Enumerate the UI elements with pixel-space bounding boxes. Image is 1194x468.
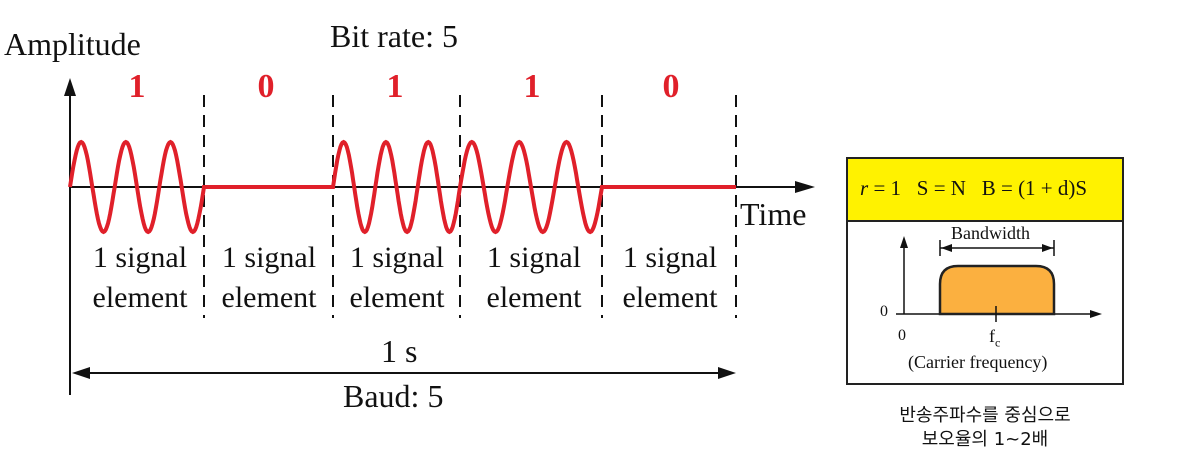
signal-element-line1: 1 signal	[622, 241, 718, 274]
bandwidth-arrow-left-icon	[941, 244, 952, 252]
bandwidth-box: r = 1 S = N B = (1 + d)S Bandwidth 0 0	[846, 157, 1124, 385]
note-line2: 보오율의 1~2배	[921, 429, 1049, 450]
signal-element-line1: 1 signal	[221, 241, 317, 274]
spectrum-shape	[938, 264, 1056, 316]
note-line1: 반송주파수를 중심으로	[899, 405, 1071, 426]
carrier-symbol: fc	[989, 326, 1000, 351]
spectrum-y-arrow-icon	[900, 236, 908, 248]
formula-text: r = 1 S = N B = (1 + d)S	[860, 176, 1087, 201]
formula-rest: = 1 S = N B = (1 + d)S	[868, 176, 1088, 200]
bit-label: 1	[386, 68, 404, 105]
signal-element-label: 1 signal element	[205, 238, 333, 318]
bit-label: 1	[523, 68, 541, 105]
signal-element-line2: element	[622, 281, 718, 314]
carrier-f: f	[989, 326, 995, 346]
signal-element-line1: 1 signal	[92, 241, 188, 274]
duration-label: 1 s	[381, 333, 418, 369]
signal-element-label: 1 signal element	[605, 238, 735, 318]
element-dividers	[203, 95, 737, 318]
signal-element-line2: element	[92, 281, 188, 314]
bandwidth-label: Bandwidth	[951, 223, 1030, 243]
spectrum-zero-y: 0	[880, 303, 888, 320]
signal-element-label: 1 signal element	[333, 238, 461, 318]
bandwidth-arrow-right-icon	[1042, 244, 1053, 252]
carrier-sub: c	[995, 335, 1001, 350]
signal-element-line1: 1 signal	[486, 241, 582, 274]
spectrum-x-arrow-icon	[1090, 310, 1102, 318]
signal-waveform	[68, 139, 736, 235]
carrier-frequency-label: (Carrier frequency)	[908, 352, 1048, 372]
duration-arrow-left-icon	[72, 367, 90, 379]
spectrum-diagram	[896, 236, 1102, 322]
signal-element-line2: element	[221, 281, 317, 314]
formula-header: r = 1 S = N B = (1 + d)S	[848, 159, 1122, 222]
formula-r: r	[860, 176, 869, 200]
spectrum-zero-x: 0	[898, 327, 906, 344]
signal-element-label: 1 signal element	[76, 238, 204, 318]
y-axis-label: Amplitude	[4, 26, 141, 62]
duration-arrow-right-icon	[718, 367, 736, 379]
x-axis-arrow-icon	[795, 181, 815, 193]
signal-element-label: 1 signal element	[463, 238, 605, 318]
signal-element-line2: element	[486, 281, 582, 314]
signal-element-line1: 1 signal	[349, 241, 445, 274]
bit-rate-label: Bit rate: 5	[330, 18, 458, 54]
signal-element-line2: element	[349, 281, 445, 314]
bit-label: 0	[662, 68, 680, 105]
bit-label: 0	[257, 68, 275, 105]
korean-note: 반송주파수를 중심으로 보오율의 1~2배	[846, 404, 1124, 452]
y-axis-arrow-icon	[64, 78, 76, 96]
baud-label: Baud: 5	[343, 378, 444, 414]
bit-label: 1	[128, 68, 146, 105]
x-axis-label: Time	[740, 196, 807, 232]
